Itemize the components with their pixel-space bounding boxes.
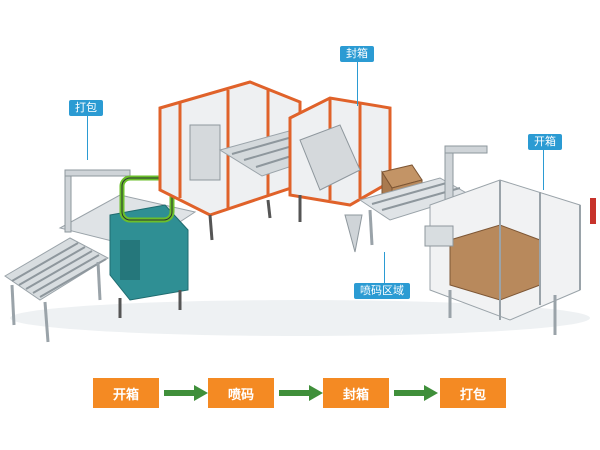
flow-step-erecting: 开箱 <box>93 378 159 408</box>
coding-leader <box>384 252 385 286</box>
strapping-leader <box>87 116 88 160</box>
packaging-line-illustration <box>4 80 596 343</box>
flow-arrow-icon <box>394 385 438 401</box>
flow-arrow-icon <box>279 385 323 401</box>
case-sealer-2 <box>288 96 392 253</box>
flow-arrow-icon <box>164 385 208 401</box>
erecting-leader <box>543 150 544 190</box>
flow-step-sealing: 封箱 <box>323 378 389 408</box>
flow-step-coding: 喷码 <box>208 378 274 408</box>
strapping-machine <box>4 169 197 343</box>
sealing-callout: 封箱 <box>340 46 374 62</box>
flow-step-strapping: 打包 <box>440 378 506 408</box>
strapping-callout: 打包 <box>69 100 103 116</box>
case-erector <box>424 145 596 335</box>
floor-shadow <box>10 300 590 336</box>
erecting-callout: 开箱 <box>528 134 562 150</box>
coding-zone-callout: 喷码区域 <box>354 283 410 299</box>
sealing-leader <box>357 62 358 106</box>
